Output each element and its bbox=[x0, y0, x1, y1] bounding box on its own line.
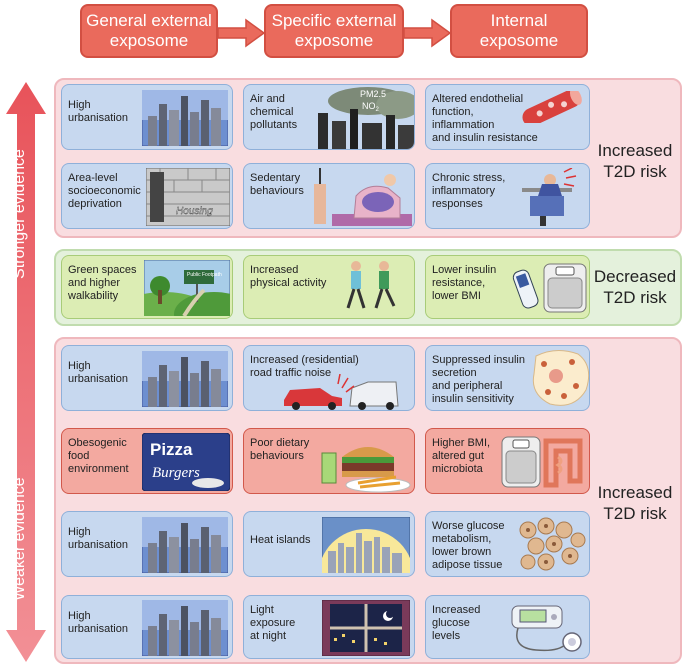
arrow-right-icon bbox=[403, 18, 452, 48]
glucose-monitor-icon bbox=[511, 605, 582, 652]
pizza-label: Pizza bbox=[150, 440, 193, 459]
header-internal: Internal exposome bbox=[450, 4, 588, 58]
card-text: High urbanisation bbox=[68, 610, 128, 635]
factory-smoke-icon: PM2.5 NO2 bbox=[308, 85, 414, 149]
card-text: Lower insulin resistance, lower BMI bbox=[432, 264, 497, 302]
card-air-pollutants: Air and chemical pollutants PM2.5 NO2 bbox=[243, 84, 415, 150]
card-text: Altered endothelial function, inflammati… bbox=[432, 93, 538, 144]
card-sedentary-behaviours: Sedentary behaviours bbox=[243, 163, 415, 229]
card-socioeconomic-deprivation: Area-level socioeconomic deprivation Hou… bbox=[61, 163, 233, 229]
card-text: High urbanisation bbox=[68, 360, 128, 385]
evidence-arrow-icon bbox=[6, 82, 46, 662]
city-skyline-icon bbox=[142, 600, 228, 656]
card-poor-dietary-behaviours: Poor dietary behaviours bbox=[243, 428, 415, 494]
card-obesogenic-food: Obesogenic food environment Pizza Burger… bbox=[61, 428, 233, 494]
cars-noise-icon bbox=[284, 374, 399, 410]
card-text: Sedentary behaviours bbox=[250, 172, 304, 197]
night-window-icon bbox=[322, 600, 410, 656]
risk-label-decreased: Decreased T2D risk bbox=[593, 267, 677, 307]
card-physical-activity: Increased physical activity bbox=[243, 255, 415, 319]
pm25-label: PM2.5 bbox=[360, 89, 386, 99]
city-skyline-icon bbox=[142, 517, 228, 573]
card-green-spaces: Green spaces and higher walkability Publ… bbox=[61, 255, 233, 319]
heat-island-skyline-icon bbox=[322, 517, 410, 573]
card-traffic-noise: Increased (residential) road traffic noi… bbox=[243, 345, 415, 411]
card-high-urbanisation: High urbanisation bbox=[61, 511, 233, 577]
card-heat-islands: Heat islands bbox=[243, 511, 415, 577]
card-worse-glucose-metabolism: Worse glucose metabolism, lower brown ad… bbox=[425, 511, 590, 577]
city-skyline-icon bbox=[142, 90, 228, 146]
card-suppressed-insulin: Suppressed insulin secretion and periphe… bbox=[425, 345, 590, 411]
stronger-evidence-label: Stronger evidence bbox=[11, 149, 28, 279]
city-skyline-icon bbox=[142, 351, 228, 407]
header-label: General external exposome bbox=[86, 11, 212, 50]
header-specific-external: Specific external exposome bbox=[264, 4, 404, 58]
brick-wall-icon: Housing bbox=[146, 168, 230, 226]
risk-label-increased: Increased T2D risk bbox=[597, 141, 673, 181]
arrow-right-icon bbox=[217, 18, 266, 48]
card-text: Light exposure at night bbox=[250, 604, 296, 642]
card-high-urbanisation: High urbanisation bbox=[61, 345, 233, 411]
brown-adipose-icon bbox=[519, 517, 586, 571]
card-text: Worse glucose metabolism, lower brown ad… bbox=[432, 520, 505, 571]
card-lower-insulin-resistance: Lower insulin resistance, lower BMI bbox=[425, 255, 590, 319]
burgers-label: Burgers bbox=[152, 465, 200, 481]
card-text: Heat islands bbox=[250, 534, 311, 546]
card-text: High urbanisation bbox=[68, 99, 128, 124]
risk-label-increased: Increased T2D risk bbox=[597, 483, 673, 523]
card-text: Increased glucose levels bbox=[432, 604, 481, 642]
card-endothelial-function: Altered endothelial function, inflammati… bbox=[425, 84, 590, 150]
card-text: Poor dietary behaviours bbox=[250, 437, 310, 462]
card-higher-bmi: Higher BMI, altered gut microbiota bbox=[425, 428, 590, 494]
glucose-meter-scale-icon bbox=[512, 263, 587, 313]
footpath-label: Public Footpath bbox=[187, 272, 222, 278]
pancreas-cells-icon bbox=[532, 350, 589, 406]
card-chronic-stress: Chronic stress, inflammatory responses bbox=[425, 163, 590, 229]
weaker-evidence-label: Weaker evidence bbox=[11, 477, 28, 601]
header-label: Specific external exposome bbox=[271, 11, 397, 50]
card-high-urbanisation: High urbanisation bbox=[61, 84, 233, 150]
card-text: Increased physical activity bbox=[250, 264, 327, 289]
card-text: Increased (residential) road traffic noi… bbox=[250, 354, 359, 379]
green-landscape-icon: Public Footpath bbox=[144, 260, 230, 316]
sofa-person-icon bbox=[314, 168, 412, 226]
blood-vessel-icon bbox=[522, 91, 582, 123]
no2-label: NO2 bbox=[362, 101, 380, 113]
header-label: Internal exposome bbox=[479, 11, 559, 50]
card-high-urbanisation: High urbanisation bbox=[61, 595, 233, 659]
card-text: Suppressed insulin secretion and periphe… bbox=[432, 354, 525, 405]
junk-food-icon bbox=[321, 447, 411, 493]
card-text: Obesogenic food environment bbox=[68, 437, 129, 475]
header-general-external: General external exposome bbox=[80, 4, 218, 58]
stressed-person-icon bbox=[522, 168, 577, 226]
card-increased-glucose: Increased glucose levels bbox=[425, 595, 590, 659]
pizza-burgers-sign-icon: Pizza Burgers bbox=[142, 433, 230, 491]
scale-gut-icon bbox=[501, 436, 583, 488]
card-light-exposure-night: Light exposure at night bbox=[243, 595, 415, 659]
card-text: Air and chemical pollutants bbox=[250, 93, 298, 131]
card-text: Chronic stress, inflammatory responses bbox=[432, 172, 506, 210]
runners-icon bbox=[346, 261, 396, 309]
card-text: Green spaces and higher walkability bbox=[68, 264, 137, 302]
housing-label: Housing bbox=[176, 206, 213, 217]
card-text: Area-level socioeconomic deprivation bbox=[68, 172, 141, 210]
card-text: High urbanisation bbox=[68, 526, 128, 551]
card-text: Higher BMI, altered gut microbiota bbox=[432, 437, 491, 475]
